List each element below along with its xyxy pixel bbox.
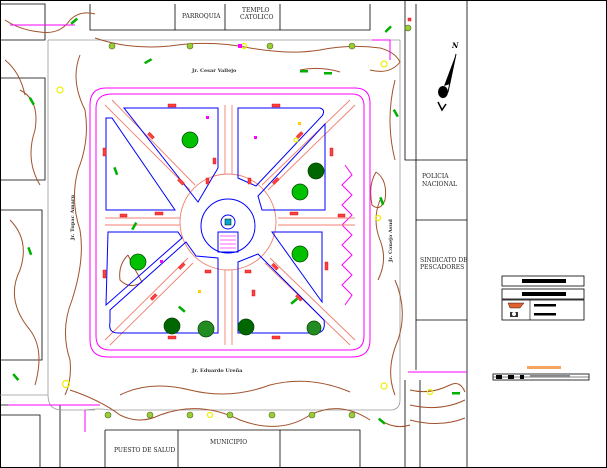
planter-beds: [105, 107, 326, 334]
street-trees: [104, 24, 412, 419]
scale-bar: [492, 366, 590, 381]
street-east-label: Jr. Conejo Asud: [388, 219, 394, 263]
label-policia: POLICIA: [422, 173, 449, 180]
street-north-label: Jr. Cesar Vallejo: [191, 68, 237, 74]
grass-marks: [12, 17, 460, 425]
compass-icon: [438, 86, 448, 98]
label-parroquia: PARROQUIA: [182, 13, 221, 20]
label-templo: TEMPLO: [242, 7, 270, 14]
street-lights: [56, 42, 434, 419]
label-nacional: NACIONAL: [422, 181, 457, 188]
legend-bench-icon: [507, 302, 525, 309]
label-puesto-salud: PUESTO DE SALUD: [114, 447, 176, 454]
legend: [501, 275, 585, 321]
street-south-label: Jr. Eduardo Ureña: [191, 367, 243, 374]
stair-lines: [220, 235, 236, 249]
label-sindicato: SINDICATO DE: [420, 257, 468, 264]
north-label: N: [451, 41, 459, 50]
label-pescadores: PESCADORES: [420, 264, 464, 271]
street-west-label: Jr. Tupac Amaru: [70, 195, 76, 241]
contour-lines: [4, 12, 466, 428]
north-arrow: N: [437, 41, 459, 112]
label-municipio: MUNICIPIO: [210, 439, 247, 446]
central-monument: [224, 218, 232, 226]
yellow-markers: [198, 122, 301, 293]
road-edges: [0, 39, 401, 411]
trees: [129, 131, 325, 338]
magenta-markers: [160, 44, 257, 263]
benches: [102, 17, 412, 340]
walkway-borders: [8, 24, 467, 432]
label-catolico: CATOLICO: [240, 14, 273, 21]
